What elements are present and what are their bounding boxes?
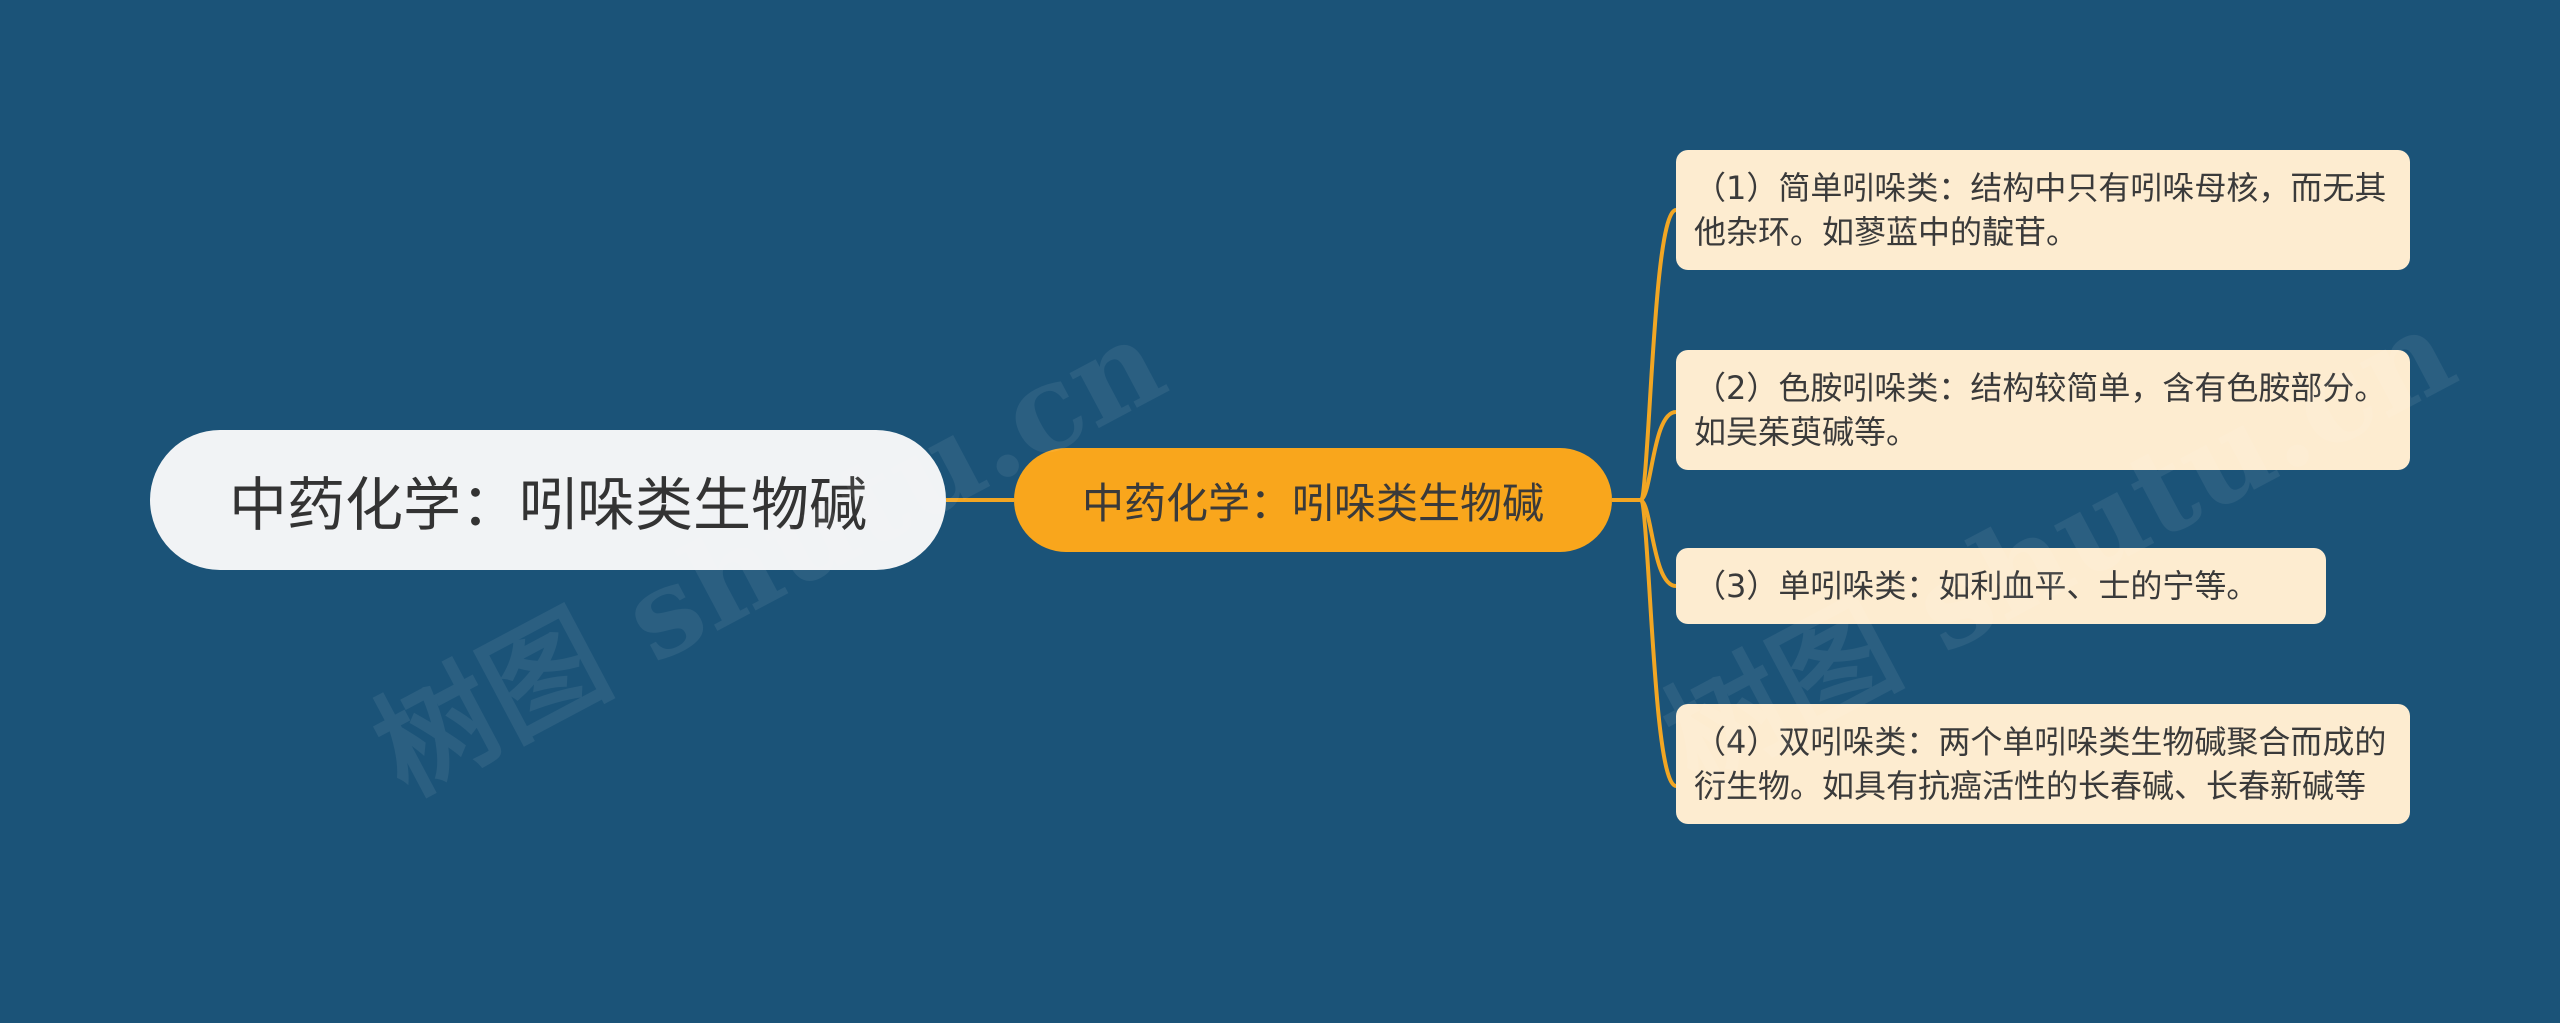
branch-to-leaf-1-connector bbox=[1638, 208, 1678, 502]
leaf-node-mono-indole[interactable]: （3）单吲哚类：如利血平、士的宁等。 bbox=[1676, 548, 2326, 624]
leaf-text: （3）单吲哚类：如利血平、士的宁等。 bbox=[1694, 567, 2259, 605]
branch-to-leaf-4-connector bbox=[1638, 498, 1678, 788]
branch-to-leaf-2-connector bbox=[1638, 410, 1677, 502]
leaf-text: （2）色胺吲哚类：结构较简单，含有色胺部分。如吴茱萸碱等。 bbox=[1694, 369, 2387, 451]
root-topic-node[interactable]: 中药化学：吲哚类生物碱 bbox=[150, 430, 946, 570]
leaf-node-tryptamine-indole[interactable]: （2）色胺吲哚类：结构较简单，含有色胺部分。如吴茱萸碱等。 bbox=[1676, 350, 2410, 470]
branch-topic-node[interactable]: 中药化学：吲哚类生物碱 bbox=[1014, 448, 1612, 552]
leaf-node-simple-indole[interactable]: （1）简单吲哚类：结构中只有吲哚母核，而无其他杂环。如蓼蓝中的靛苷。 bbox=[1676, 150, 2410, 270]
leaf-text: （1）简单吲哚类：结构中只有吲哚母核，而无其他杂环。如蓼蓝中的靛苷。 bbox=[1694, 169, 2387, 251]
leaf-text: （4）双吲哚类：两个单吲哚类生物碱聚合而成的衍生物。如具有抗癌活性的长春碱、长春… bbox=[1694, 723, 2387, 805]
branch-topic-label: 中药化学：吲哚类生物碱 bbox=[1081, 478, 1544, 528]
root-topic-label: 中药化学：吲哚类生物碱 bbox=[228, 471, 867, 539]
leaf-node-bis-indole[interactable]: （4）双吲哚类：两个单吲哚类生物碱聚合而成的衍生物。如具有抗癌活性的长春碱、长春… bbox=[1676, 704, 2410, 824]
